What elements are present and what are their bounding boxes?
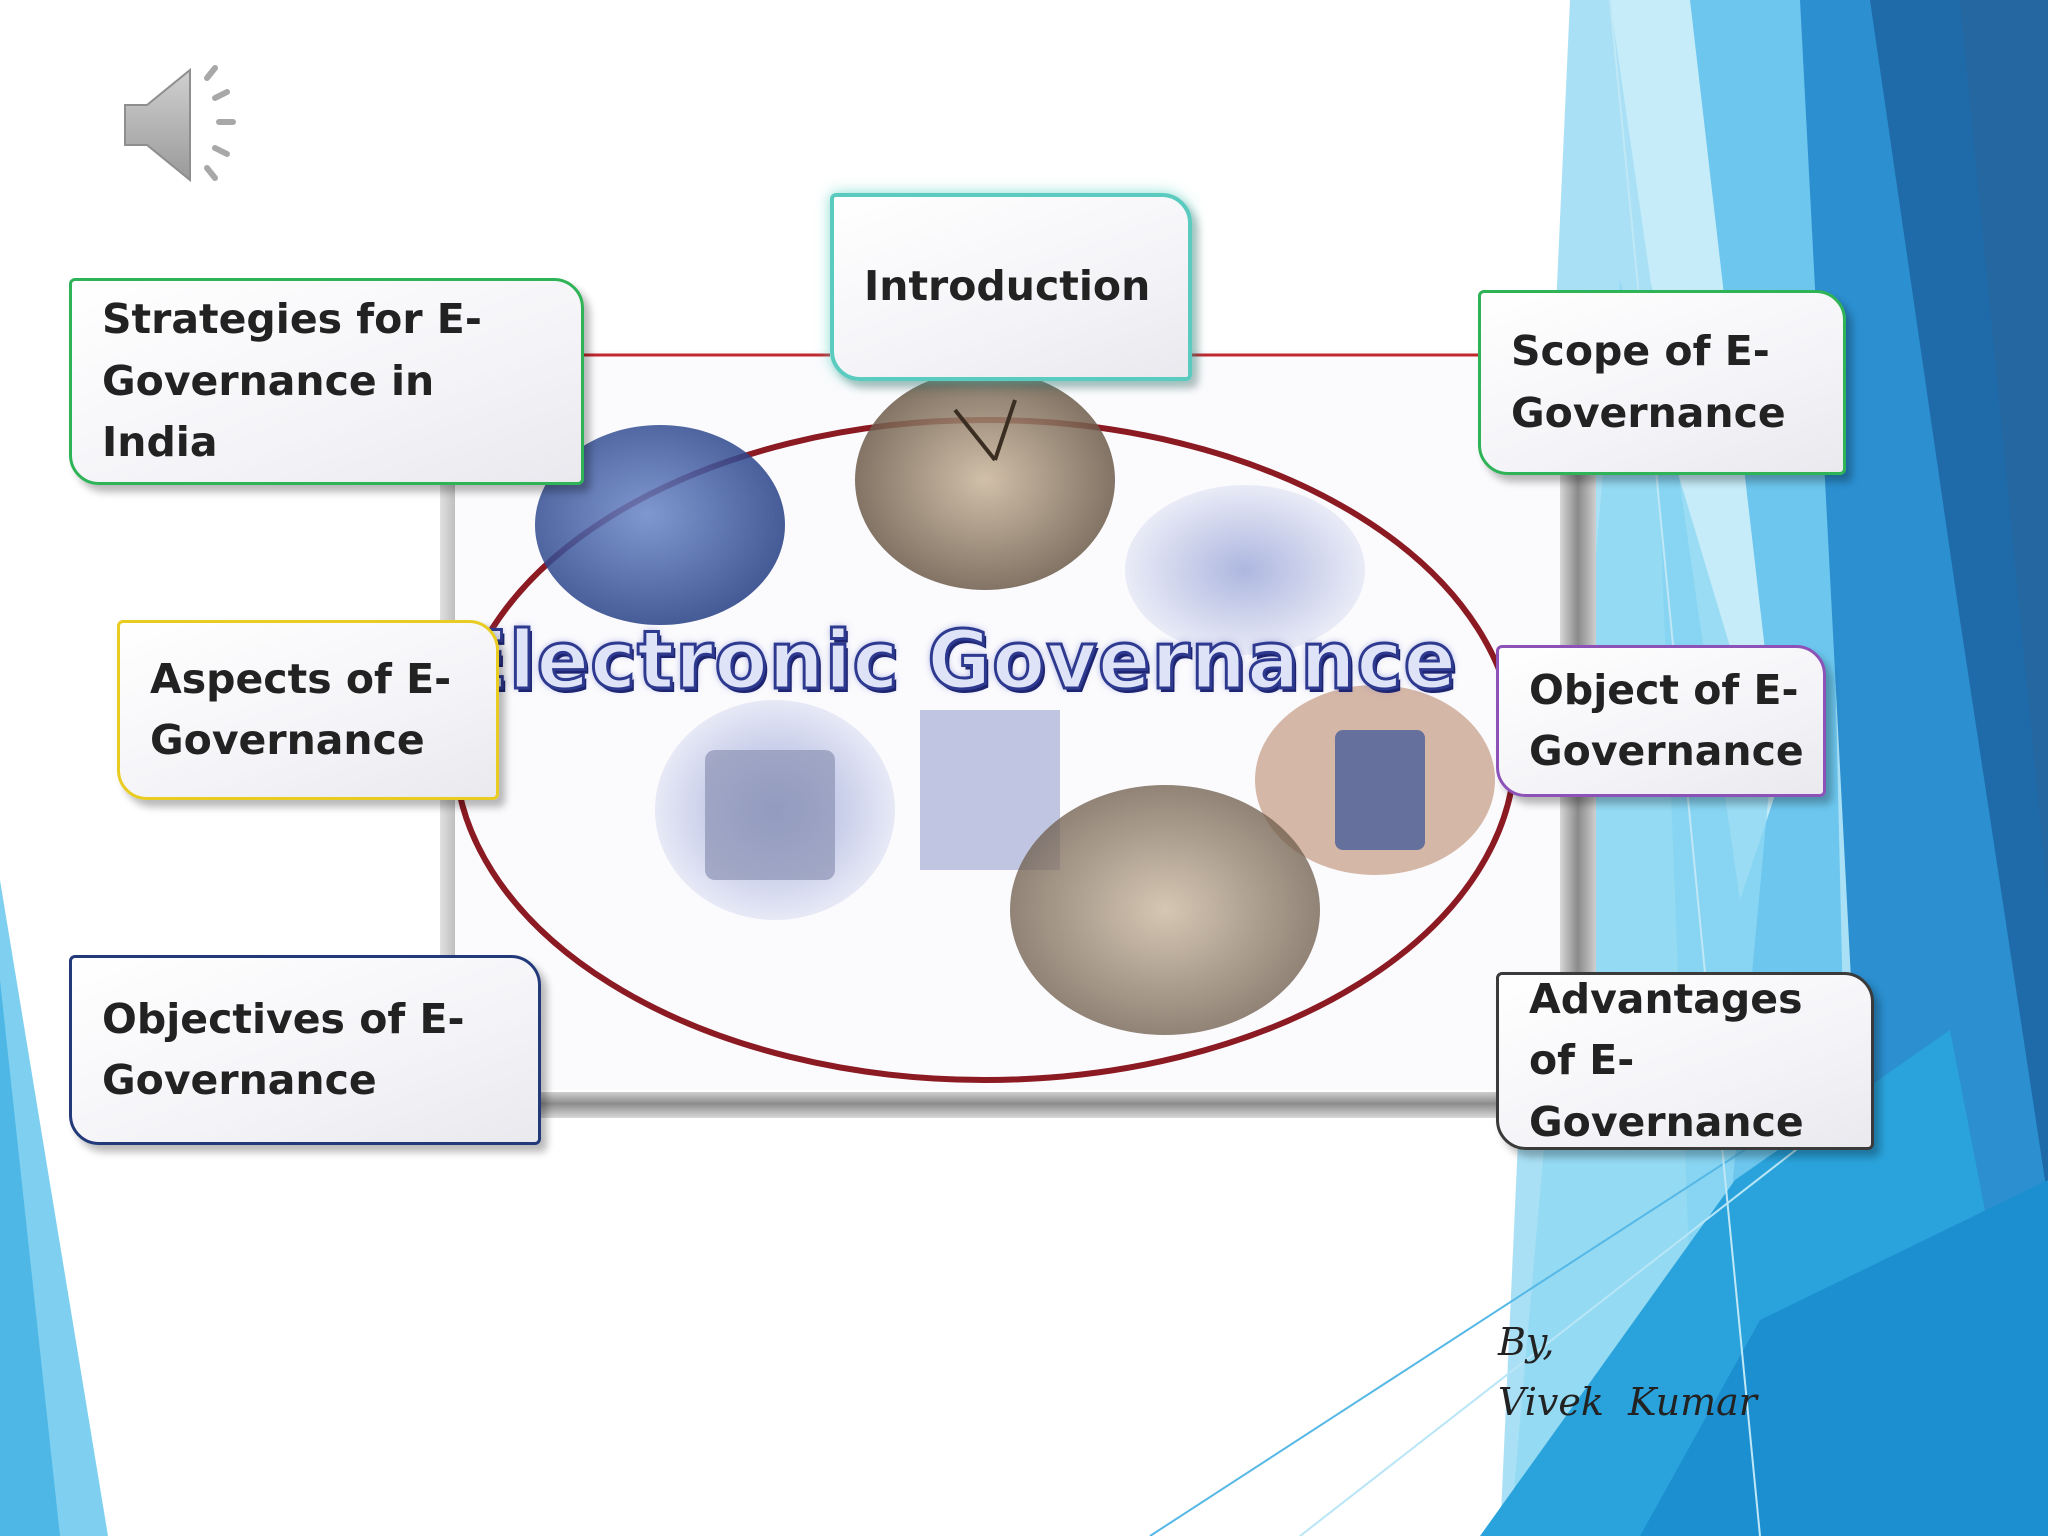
topic-aspects-label: Aspects of E-Governance — [150, 654, 452, 765]
speaker-icon[interactable] — [115, 60, 255, 190]
picture-frame-bottom — [440, 1092, 1575, 1118]
topic-introduction-label: Introduction — [864, 262, 1151, 311]
topic-object-label: Object of E-Governance — [1529, 665, 1804, 776]
topic-objectives[interactable]: Objectives of E-Governance — [69, 955, 541, 1145]
topic-strategies-label: Strategies for E-Governance in India — [102, 295, 482, 467]
topic-strategies[interactable]: Strategies for E-Governance in India — [69, 278, 584, 485]
byline-author: Vivek Kumar — [1498, 1380, 1757, 1424]
electronic-governance-banner: Electronic Governance — [453, 612, 1458, 708]
byline: By, Vivek Kumar — [1498, 1312, 1757, 1432]
topic-advantages-label: Advantages of E-Governance — [1529, 974, 1804, 1146]
topic-scope-label: Scope of E-Governance — [1511, 327, 1786, 437]
topic-advantages[interactable]: Advantages of E-Governance — [1496, 972, 1874, 1150]
topic-objectives-label: Objectives of E-Governance — [102, 994, 465, 1105]
byline-by: By, — [1498, 1320, 1555, 1364]
topic-object[interactable]: Object of E-Governance — [1496, 645, 1826, 797]
topic-scope[interactable]: Scope of E-Governance — [1478, 290, 1846, 475]
topic-introduction[interactable]: Introduction — [830, 193, 1192, 381]
topic-aspects[interactable]: Aspects of E-Governance — [117, 620, 499, 800]
